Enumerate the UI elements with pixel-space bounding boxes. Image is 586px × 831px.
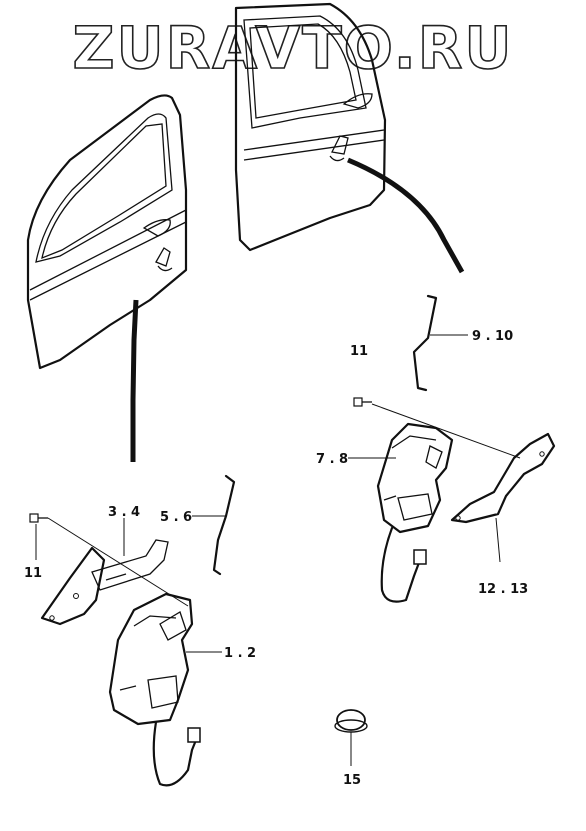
callout-label: 3 . 4 [108, 505, 140, 520]
callout-label: 12 . 13 [478, 582, 528, 597]
callout-label: 7 . 8 [316, 452, 348, 467]
front-bracket [40, 539, 169, 626]
callout-label: 5 . 6 [160, 510, 192, 525]
callout-label: 9 . 10 [472, 329, 513, 344]
front-door-lock-rod [130, 299, 139, 462]
rear-door [234, 2, 387, 252]
front-lock-cable [152, 720, 198, 787]
callout-label: 11 [24, 566, 42, 581]
rear-lock-actuator [376, 422, 454, 534]
watermark-text: ZURAVTO.RU [72, 14, 513, 82]
front-lock-actuator [108, 592, 194, 726]
callout-label: 11 [350, 344, 368, 359]
rear-rod-part [412, 294, 438, 392]
front-rod-part [212, 474, 236, 576]
front-bolt-part [29, 513, 48, 523]
rear-lock-cable [380, 526, 422, 603]
callout-label: 15 [343, 773, 361, 788]
rear-bracket [450, 432, 556, 524]
front-door [26, 94, 188, 370]
front-lock-connector [187, 727, 201, 743]
rear-door-lock-rod [347, 157, 465, 274]
grommet-part [334, 709, 368, 733]
callout-label: 1 . 2 [224, 646, 256, 661]
rear-lock-connector [413, 549, 427, 565]
rear-bolt-part [353, 397, 372, 407]
